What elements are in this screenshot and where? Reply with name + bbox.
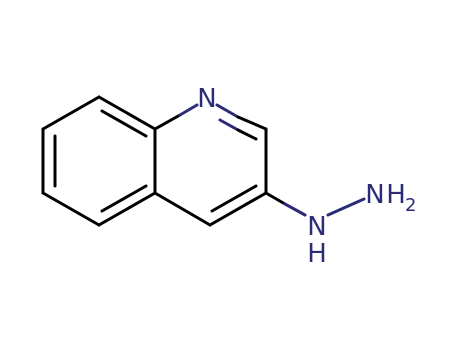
bond-c3-c4	[208, 191, 268, 227]
bond-c7-c8	[41, 95, 101, 131]
double-bond-n1-c2-inner	[218, 118, 240, 132]
bond-n1-c2	[215, 103, 240, 119]
bond-nh-nh2	[326, 197, 366, 217]
nh2-hydrogen-label: H	[386, 180, 406, 210]
bond-n1-c2-c-part	[236, 115, 268, 131]
nh-nitrogen-label: N	[307, 212, 326, 242]
bond-c5-c6	[41, 191, 101, 227]
bond-c8-c8a	[97, 95, 157, 131]
bond-c4-c4a	[153, 191, 212, 227]
benzene-ring	[41, 95, 157, 227]
bond-c3-nh-n-part	[283, 202, 307, 217]
double-bond-c3-c4-inner	[210, 184, 258, 213]
double-bond-c8-c8a-inner	[100, 109, 148, 138]
nh-hydrogen-label: H	[307, 239, 327, 269]
bond-c4a-c5	[97, 191, 157, 227]
ring-nitrogen-label: N	[197, 84, 216, 114]
bond-c8a-n1-n-part	[178, 103, 199, 117]
hydrazine-bonds	[264, 191, 366, 217]
bond-c3-nh	[264, 191, 287, 206]
nh2-subscript-label: 2	[405, 195, 416, 216]
double-bond-n1-c2-inner-c	[236, 128, 258, 141]
double-bond-c5-c4a-inner	[100, 184, 148, 213]
nh2-nitrogen-label: N	[365, 180, 384, 210]
pyridine-ring	[153, 103, 268, 227]
bond-c8a-n1	[153, 113, 182, 131]
